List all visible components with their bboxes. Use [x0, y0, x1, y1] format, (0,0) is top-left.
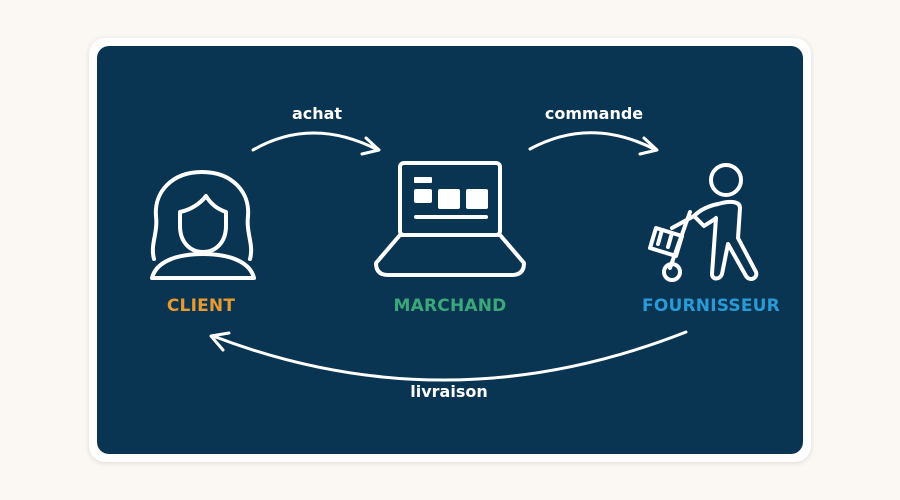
delivery-worker-icon — [648, 163, 759, 282]
order-arrow — [528, 131, 659, 156]
delivery-label: livraison — [410, 382, 488, 401]
laptop-icon — [374, 161, 526, 277]
person-icon — [150, 170, 256, 280]
merchant-label: MARCHAND — [393, 296, 507, 316]
purchase-label: achat — [291, 104, 343, 123]
order-label: commande — [544, 104, 644, 123]
delivery-arrow — [209, 330, 688, 382]
supplier-label: FOURNISSEUR — [642, 296, 780, 316]
flow-arrows — [209, 131, 688, 382]
purchase-arrow — [251, 131, 381, 156]
client-label: CLIENT — [166, 296, 236, 316]
diagram-panel: achat commande livraison — [97, 46, 803, 454]
